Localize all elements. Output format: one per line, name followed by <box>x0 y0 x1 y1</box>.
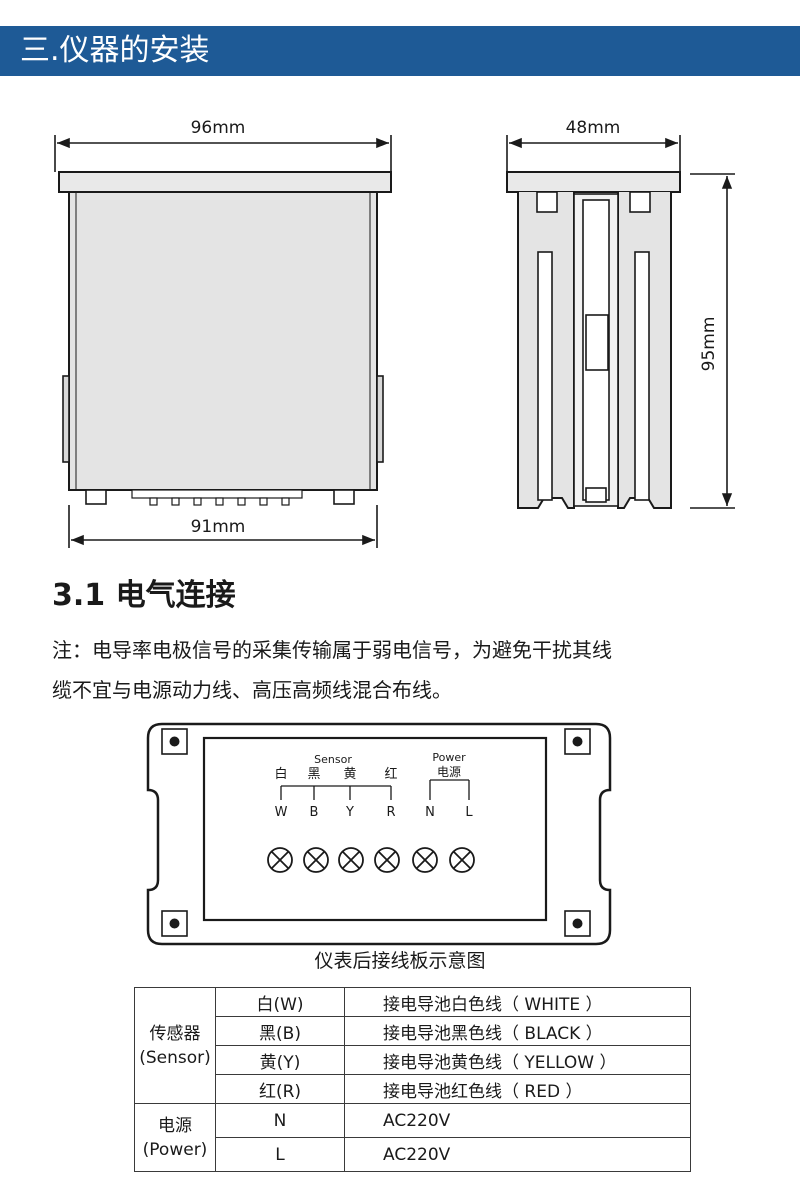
terminal-label-r: R <box>386 805 395 820</box>
front-view-drawing <box>54 135 392 548</box>
color-label-yellow: 黄 <box>343 767 356 782</box>
terminal-label-y: Y <box>345 805 354 820</box>
color-label-black: 黑 <box>307 767 320 782</box>
side-view-drawing <box>506 135 735 509</box>
section-header-title: 三.仪器的安装 <box>20 33 210 68</box>
table-row: 电源 (Power) N AC220V <box>134 1103 691 1172</box>
body-width-label: 91mm <box>191 517 246 537</box>
power-cn-label: 电源 <box>437 765 461 779</box>
row-code: L <box>215 1137 345 1172</box>
terminal-board-drawing <box>146 722 612 946</box>
terminal-label-w: W <box>275 805 288 820</box>
row-desc: AC220V <box>344 1137 691 1172</box>
terminal-label-n: N <box>425 805 435 820</box>
row-code: 黄(Y) <box>215 1045 345 1075</box>
side-height-label: 95mm <box>699 317 719 372</box>
sensor-group-cell: 传感器 (Sensor) <box>134 987 216 1104</box>
row-code: 白(W) <box>215 987 345 1017</box>
sensor-group-name-en: (Sensor) <box>139 1047 211 1068</box>
table-row: L AC220V <box>135 1137 691 1172</box>
color-label-red: 红 <box>384 766 397 782</box>
power-group-cell: 电源 (Power) <box>134 1103 216 1172</box>
sensor-label: Sensor <box>314 753 352 766</box>
note-line-2: 缆不宜与电源动力线、高压高频线混合布线。 <box>52 678 452 702</box>
table-row: 红(R) 接电导池红色线（ RED ） <box>135 1074 691 1104</box>
power-group-name: 电源 <box>158 1115 192 1136</box>
row-desc: 接电导池白色线（ WHITE ） <box>344 987 691 1017</box>
row-desc: 接电导池黄色线（ YELLOW ） <box>344 1045 691 1075</box>
section-title: 3.1 电气连接 <box>52 578 236 613</box>
power-label: Power <box>432 751 466 764</box>
row-code: 红(R) <box>215 1074 345 1104</box>
section-header-bar: 三.仪器的安装 <box>0 26 800 76</box>
front-width-label: 96mm <box>191 118 246 138</box>
terminal-label-b: B <box>310 805 319 820</box>
terminal-label-l: L <box>465 805 473 820</box>
side-width-label: 48mm <box>566 118 621 138</box>
table-row: 黑(B) 接电导池黑色线（ BLACK ） <box>135 1016 691 1046</box>
sensor-group-name: 传感器 <box>149 1023 201 1044</box>
wiring-table: 传感器 (Sensor) 白(W) 接电导池白色线（ WHITE ） 黑(B) … <box>134 987 691 1172</box>
table-row: 黄(Y) 接电导池黄色线（ YELLOW ） <box>135 1045 691 1075</box>
row-desc: 接电导池黑色线（ BLACK ） <box>344 1016 691 1046</box>
row-code: N <box>215 1103 345 1138</box>
row-desc: AC220V <box>344 1103 691 1138</box>
table-row: 传感器 (Sensor) 白(W) 接电导池白色线（ WHITE ） <box>134 987 691 1104</box>
color-label-white: 白 <box>274 766 287 782</box>
power-group-name-en: (Power) <box>142 1139 208 1160</box>
row-desc: 接电导池红色线（ RED ） <box>344 1074 691 1104</box>
row-code: 黑(B) <box>215 1016 345 1046</box>
terminal-board-caption: 仪表后接线板示意图 <box>314 950 486 972</box>
note-line-1: 注：电导率电极信号的采集传输属于弱电信号，为避免干扰其线 <box>52 638 612 662</box>
